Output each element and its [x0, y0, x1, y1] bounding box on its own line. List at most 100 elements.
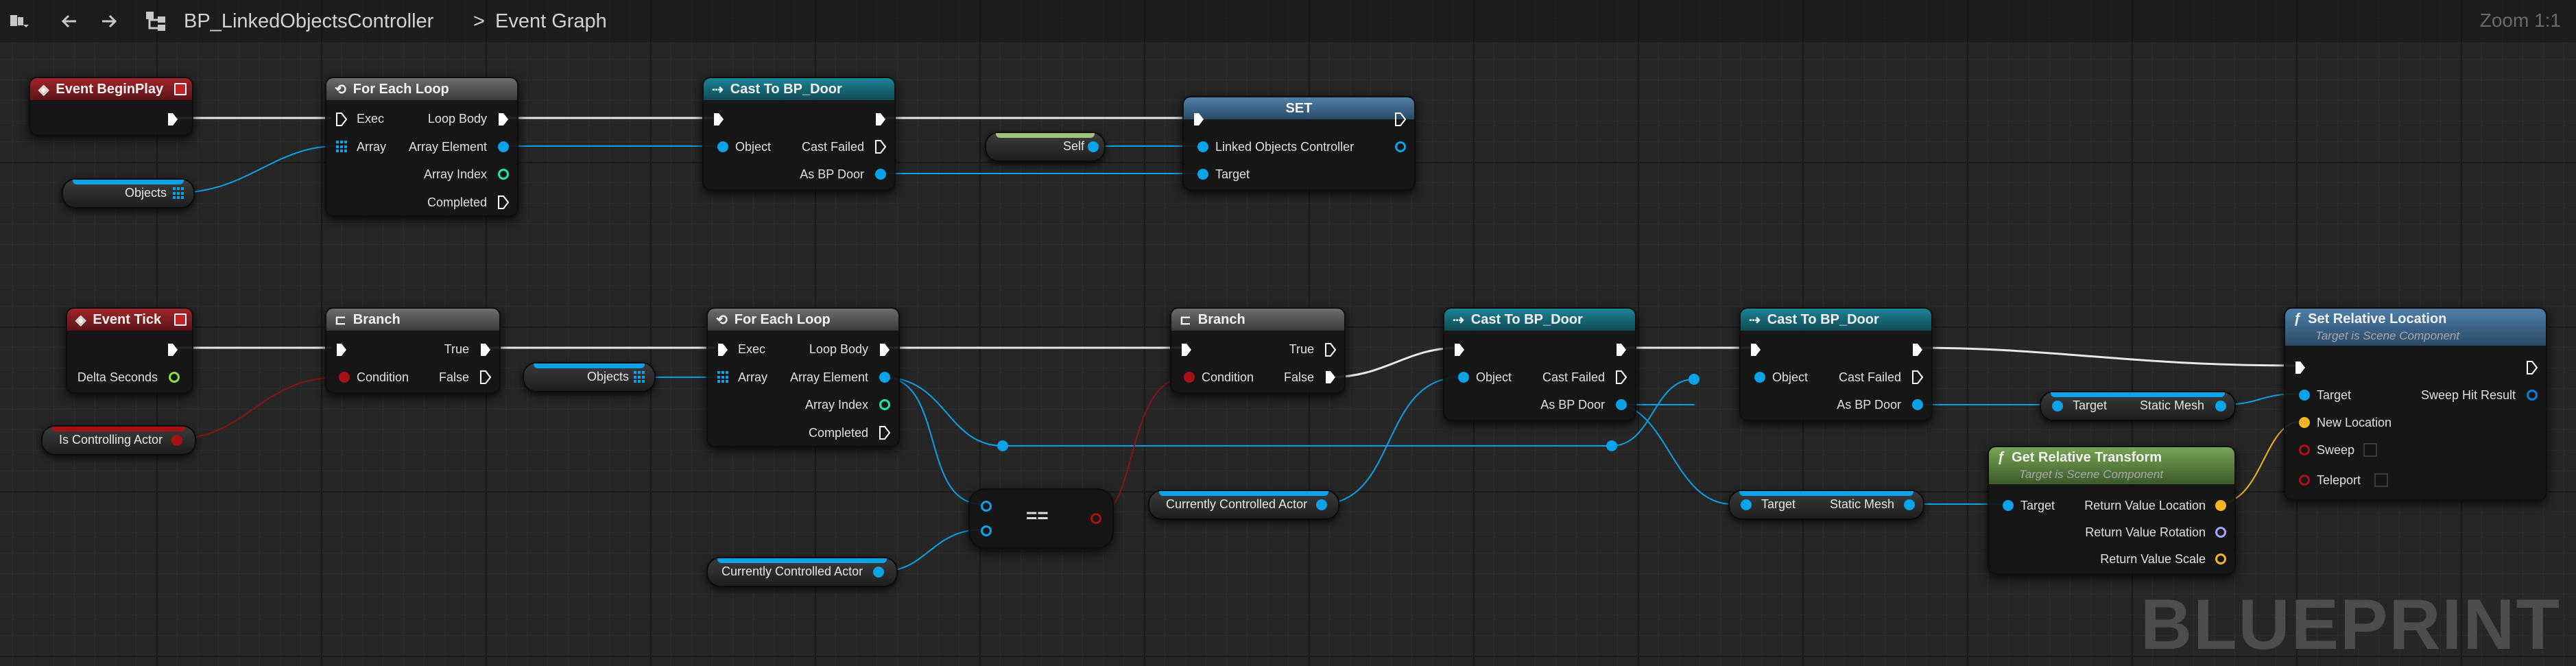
is-controlling-actor-variable-node[interactable]: Is Controlling Actor: [41, 425, 196, 455]
object-pin[interactable]: [981, 525, 992, 536]
branch-node[interactable]: ⊏Branch Condition True False: [1170, 307, 1346, 394]
foreach-loop-node[interactable]: ⟲For Each Loop Exec Array Loop Body Arra…: [706, 307, 900, 447]
object-pin[interactable]: [1458, 372, 1469, 383]
exec-in-pin[interactable]: [2295, 361, 2306, 374]
exec-in-pin[interactable]: [717, 343, 728, 357]
exec-out-pin[interactable]: [1616, 343, 1627, 357]
object-pin[interactable]: [1616, 399, 1627, 410]
object-pin[interactable]: [1904, 499, 1915, 510]
exec-out-pin[interactable]: [498, 195, 509, 209]
object-pin[interactable]: [981, 501, 992, 512]
back-arrow-icon[interactable]: [56, 10, 82, 33]
bool-out-pin[interactable]: [1090, 513, 1101, 524]
rotator-pin[interactable]: [2215, 527, 2226, 538]
object-pin[interactable]: [2215, 401, 2226, 412]
exec-out-pin[interactable]: [879, 426, 890, 440]
object-pin[interactable]: [1741, 499, 1752, 510]
teleport-checkbox[interactable]: [2374, 473, 2388, 487]
object-pin[interactable]: [1088, 141, 1099, 152]
foreach-loop-node[interactable]: ⟲For Each Loop Exec Array Loop Body Arra…: [325, 77, 518, 217]
exec-out-pin[interactable]: [875, 112, 886, 126]
event-tick-node[interactable]: ◈Event Tick Delta Seconds: [66, 307, 193, 394]
forward-arrow-icon[interactable]: [96, 10, 122, 33]
bool-pin[interactable]: [339, 372, 350, 383]
exec-out-pin[interactable]: [1325, 343, 1336, 357]
object-pin[interactable]: [1912, 399, 1923, 410]
bool-pin[interactable]: [171, 435, 182, 446]
float-pin[interactable]: [169, 372, 180, 383]
object-pin[interactable]: [1197, 169, 1208, 180]
object-pin[interactable]: [1316, 499, 1327, 510]
branch-node[interactable]: ⊏Branch Condition True False: [325, 307, 501, 394]
objects-variable-node[interactable]: Objects: [62, 178, 195, 209]
delegate-pin-icon[interactable]: [174, 83, 187, 95]
self-reference-node[interactable]: Self: [985, 132, 1106, 162]
array-pin-icon[interactable]: [634, 371, 646, 383]
set-variable-node[interactable]: SET Linked Objects Controller Target: [1182, 96, 1416, 191]
cast-to-bp-door-node[interactable]: ⇢Cast To BP_Door Object Cast Failed As B…: [1739, 307, 1933, 421]
breadcrumb-blueprint[interactable]: BP_LinkedObjectsController: [184, 10, 434, 32]
bool-pin[interactable]: [2299, 444, 2310, 455]
exec-in-pin[interactable]: [336, 343, 347, 357]
currently-controlled-actor-variable-node[interactable]: Currently Controlled Actor: [706, 557, 898, 587]
exec-out-pin[interactable]: [498, 112, 509, 126]
array-pin-icon[interactable]: [173, 187, 185, 200]
sweep-checkbox[interactable]: [2363, 443, 2377, 457]
int-pin[interactable]: [879, 399, 890, 410]
object-pin[interactable]: [1197, 141, 1208, 152]
exec-in-pin[interactable]: [1193, 112, 1204, 126]
bool-pin[interactable]: [2299, 475, 2310, 486]
exec-out-pin[interactable]: [480, 370, 491, 384]
object-pin[interactable]: [1754, 372, 1765, 383]
event-beginplay-node[interactable]: ◈Event BeginPlay: [29, 77, 193, 136]
objects-variable-node[interactable]: Objects: [523, 362, 656, 392]
currently-controlled-actor-variable-node[interactable]: Currently Controlled Actor: [1148, 490, 1339, 520]
exec-in-pin[interactable]: [1454, 343, 1465, 357]
exec-out-pin[interactable]: [167, 343, 178, 357]
static-mesh-getter-node[interactable]: Target Static Mesh: [2040, 391, 2236, 421]
vector-pin[interactable]: [2299, 417, 2310, 428]
array-pin-icon[interactable]: [336, 141, 348, 153]
struct-out-pin[interactable]: [2527, 390, 2538, 401]
exec-in-pin[interactable]: [1181, 343, 1192, 357]
static-mesh-getter-node[interactable]: Target Static Mesh: [1728, 490, 1924, 520]
object-pin[interactable]: [2003, 500, 2014, 511]
exec-out-pin[interactable]: [480, 343, 491, 357]
exec-out-pin[interactable]: [879, 343, 890, 357]
equal-object-node[interactable]: ==: [968, 488, 1114, 549]
object-pin[interactable]: [2299, 390, 2310, 401]
object-pin[interactable]: [875, 169, 886, 180]
tab-menu-icon[interactable]: [7, 10, 30, 33]
exec-out-pin[interactable]: [875, 140, 886, 154]
array-pin-icon[interactable]: [717, 371, 730, 383]
exec-in-pin[interactable]: [336, 112, 347, 126]
pin-label: Array Index: [423, 167, 487, 181]
exec-in-pin[interactable]: [713, 112, 724, 126]
pin-label: Completed: [808, 426, 868, 440]
object-pin[interactable]: [2052, 401, 2063, 412]
exec-out-pin[interactable]: [1616, 370, 1627, 384]
cast-to-bp-door-node[interactable]: ⇢Cast To BP_Door Object Cast Failed As B…: [1443, 307, 1636, 421]
exec-out-pin[interactable]: [1325, 370, 1336, 384]
exec-out-pin[interactable]: [2527, 361, 2538, 374]
object-pin[interactable]: [717, 141, 728, 152]
bool-pin[interactable]: [1184, 372, 1195, 383]
exec-out-pin[interactable]: [1912, 343, 1923, 357]
exec-out-pin[interactable]: [1912, 370, 1923, 384]
object-pin[interactable]: [498, 141, 509, 152]
object-out-pin[interactable]: [1395, 141, 1406, 152]
breadcrumb-graph[interactable]: Event Graph: [495, 10, 607, 32]
delegate-pin-icon[interactable]: [174, 313, 187, 326]
object-pin[interactable]: [879, 372, 890, 383]
vector-pin[interactable]: [2215, 554, 2226, 564]
int-pin[interactable]: [498, 169, 509, 180]
object-pin[interactable]: [873, 567, 884, 578]
vector-pin[interactable]: [2215, 500, 2226, 511]
exec-out-pin[interactable]: [1395, 112, 1406, 126]
cast-to-bp-door-node[interactable]: ⇢Cast To BP_Door Object Cast Failed As B…: [702, 77, 896, 191]
exec-in-pin[interactable]: [1750, 343, 1761, 357]
exec-out-pin[interactable]: [167, 112, 178, 126]
